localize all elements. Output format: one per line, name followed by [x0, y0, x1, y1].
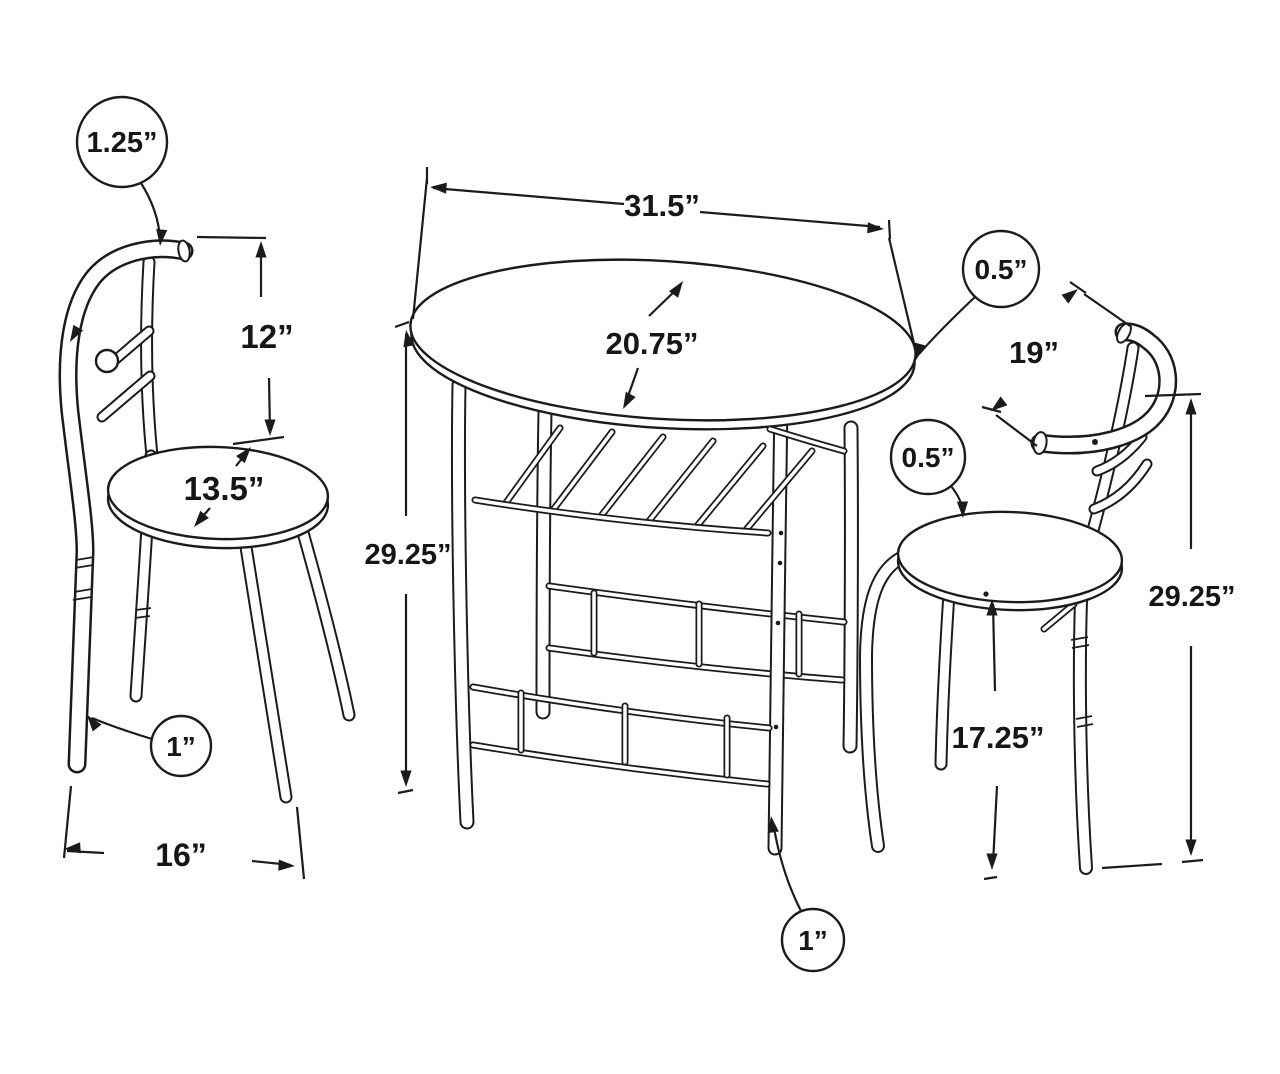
callout-bubble [780, 907, 846, 973]
label-chair-height: 29.25” [1148, 581, 1235, 613]
label-table-width: 31.5” [624, 188, 700, 223]
left-chair-back-tube [58, 239, 194, 774]
callout-seat-thickness: 0.5” [889, 418, 969, 519]
dimension-table-width: 31.5” [411, 167, 918, 353]
right-chair-joint-rings [1070, 636, 1094, 728]
back-tube-joint-ball [94, 348, 120, 374]
dimension-back-height: 12” [196, 235, 294, 446]
table-wine-rack [471, 424, 848, 537]
callout-bubble [889, 418, 967, 496]
table-bottom-shelf [469, 683, 773, 788]
dimension-base-width: 16” [62, 785, 306, 880]
label-table-leg-diameter: 1” [798, 925, 828, 956]
label-table-height: 29.25” [364, 539, 451, 571]
label-seat-height: 17.25” [951, 720, 1044, 755]
callout-bubble [961, 229, 1041, 309]
callout-chair-leg-diameter: 1” [82, 711, 213, 778]
back-post-rivet [1092, 439, 1098, 445]
table-top [409, 258, 917, 431]
table-middle-shelf [545, 582, 848, 684]
right-chair-back-tube [1030, 322, 1178, 455]
callout-bubble [75, 95, 169, 189]
label-back-width: 19” [1009, 335, 1059, 370]
callout-bubble [149, 714, 213, 778]
label-seat-thickness: 0.5” [902, 442, 955, 473]
label-base-width: 16” [155, 837, 207, 873]
right-chair-back-rungs [1088, 431, 1153, 515]
callout-top-thickness: 0.5” [910, 229, 1041, 362]
dimension-table-depth: 20.75” [605, 277, 699, 412]
dimension-chair-height: 29.25” [1101, 392, 1236, 870]
right-chair [858, 322, 1178, 875]
table-leg-rivets [773, 530, 784, 730]
dimension-seat-height: 17.25” [951, 599, 1045, 881]
right-chair-seat [896, 510, 1124, 612]
seat-edge-rivet [983, 591, 989, 597]
left-chair-seat [106, 445, 330, 550]
label-table-depth: 20.75” [605, 326, 698, 361]
label-back-height: 12” [240, 318, 293, 355]
label-chair-leg-diameter: 1” [166, 731, 196, 762]
left-chair [58, 239, 356, 804]
callout-table-leg-diameter: 1” [765, 815, 846, 973]
table [409, 258, 917, 856]
dimension-back-width: 19” [981, 281, 1131, 447]
label-back-tube-diameter: 1.25” [87, 127, 158, 159]
label-seat-diameter: 13.5” [184, 470, 265, 507]
label-top-thickness: 0.5” [975, 254, 1028, 285]
callout-back-tube-diameter: 1.25” [75, 95, 169, 247]
left-chair-joint-rings [72, 556, 152, 619]
dimension-seat-diameter: 13.5” [184, 443, 265, 531]
dimension-table-height: 29.25” [364, 320, 452, 795]
